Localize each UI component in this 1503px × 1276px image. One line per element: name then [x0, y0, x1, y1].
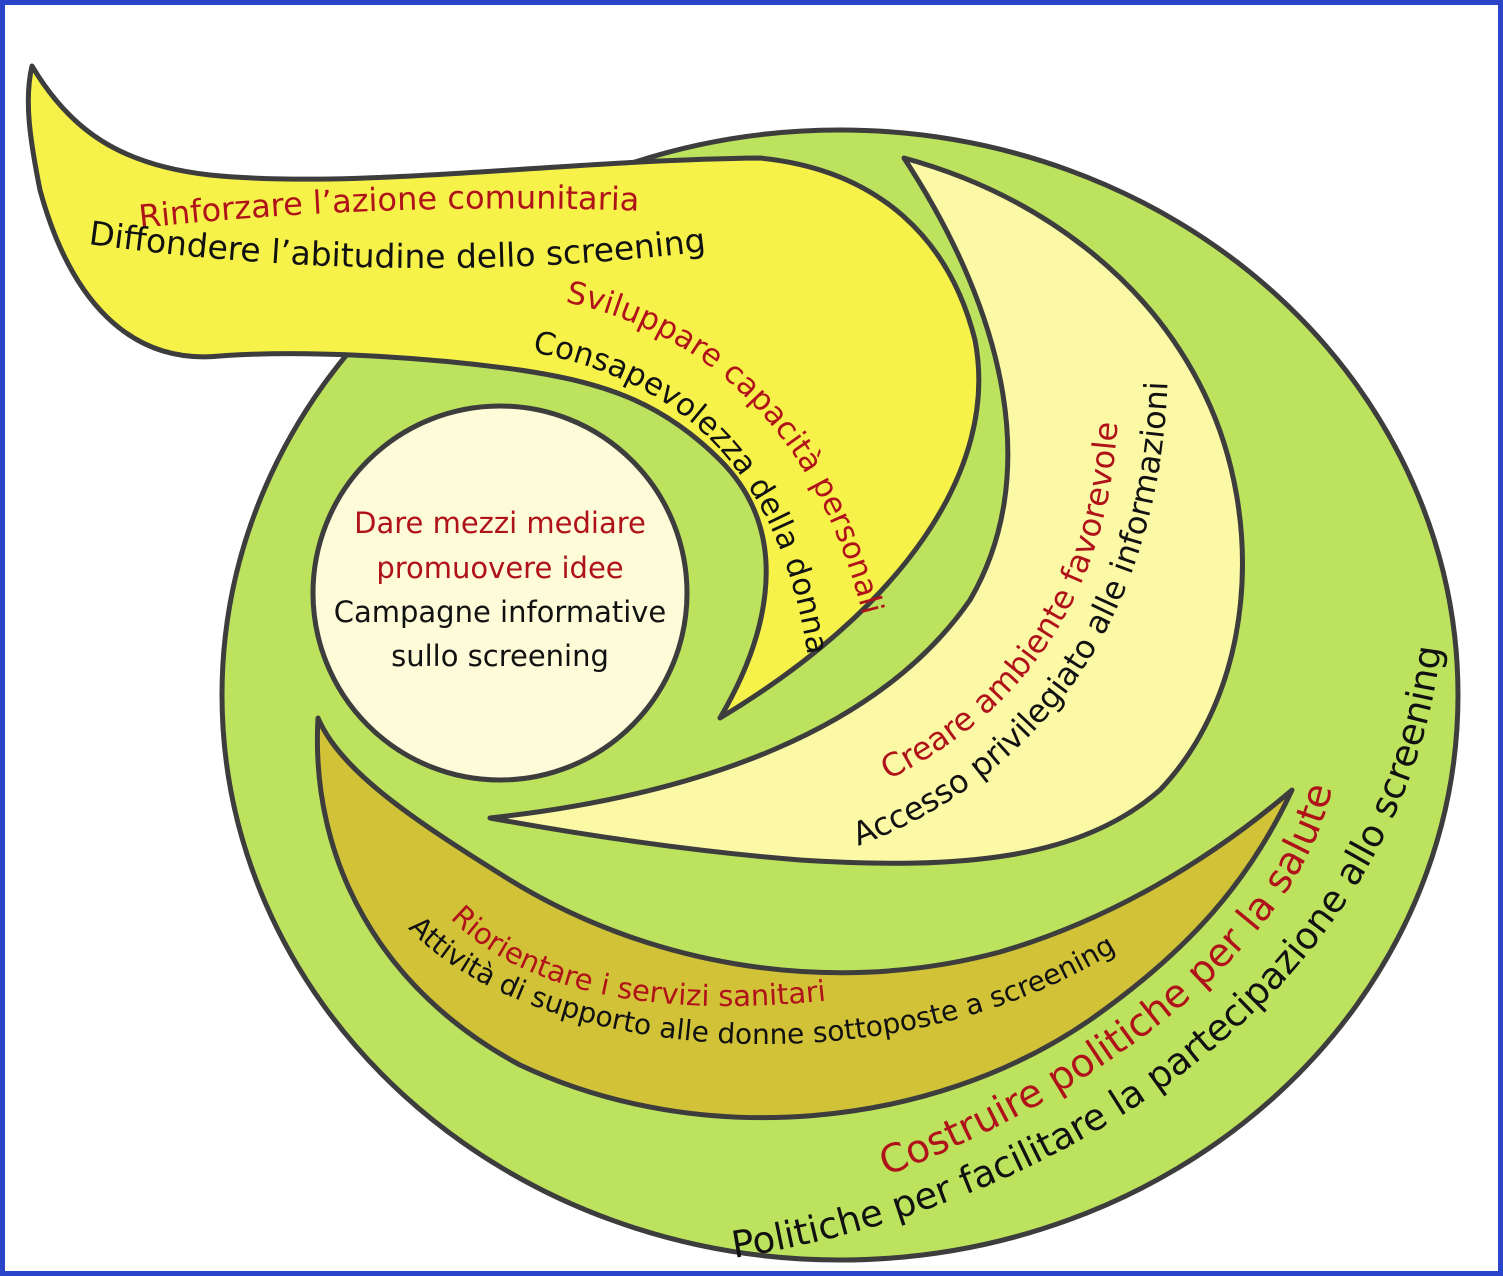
- band-comunitaria: [25, 63, 982, 721]
- band-servizi: [314, 715, 1295, 1121]
- center-circle: [310, 403, 690, 783]
- center-title-line2: promuovere idee: [376, 551, 623, 585]
- center-title-line1: Dare mezzi mediare: [354, 506, 646, 540]
- band-ambiente: [487, 155, 1245, 866]
- center-body-line1: Campagne informative: [334, 595, 667, 629]
- center-body-line2: sullo screening: [391, 639, 609, 673]
